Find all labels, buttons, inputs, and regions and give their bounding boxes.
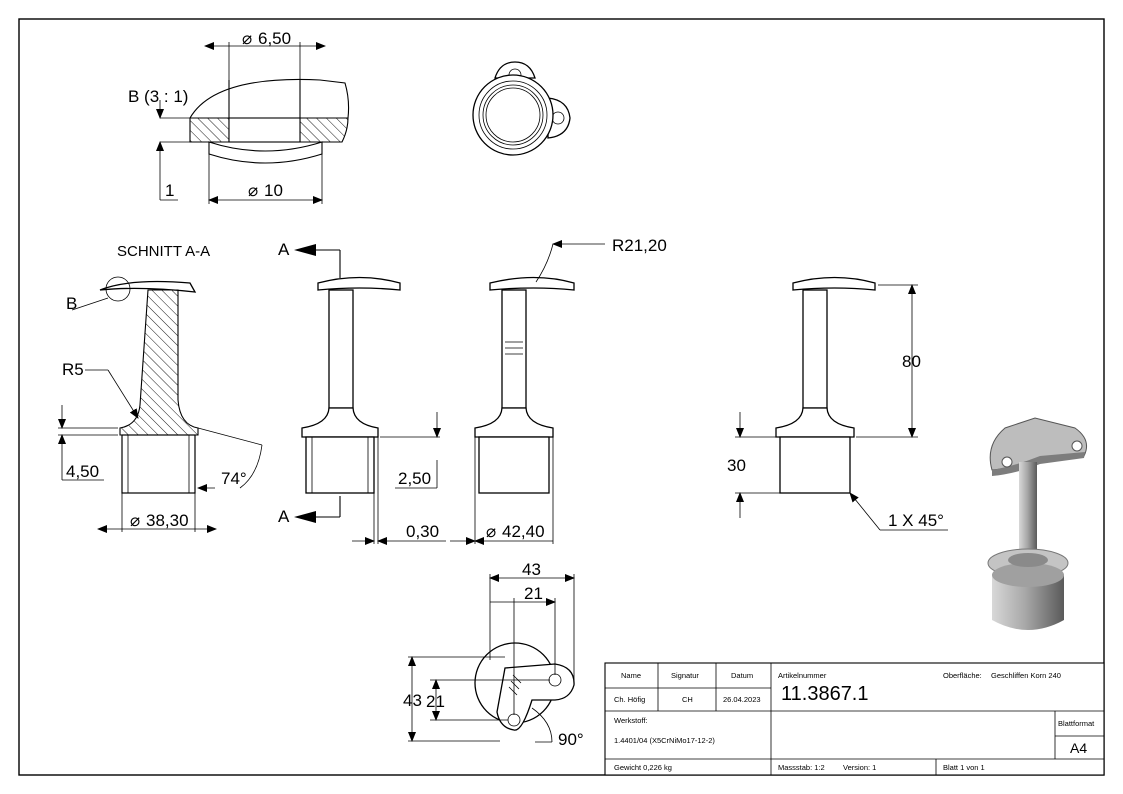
top-view	[472, 61, 571, 156]
tb-article-number: 11.3867.1	[781, 683, 869, 705]
dim-43-horizontal: 43	[522, 560, 541, 579]
tb-signature-header: Signatur	[671, 671, 699, 680]
angle-74: 74°	[221, 469, 247, 488]
dim-1: 1	[165, 181, 174, 200]
drawing-border	[18, 18, 1105, 776]
dim-21-horizontal: 21	[524, 584, 543, 603]
dim-10: 10	[264, 181, 283, 200]
dim-30: 30	[727, 456, 746, 475]
isometric-view	[987, 417, 1087, 630]
dim-43-vertical: 43	[403, 691, 422, 710]
bottom-view: 43 21 43 21 90°	[403, 560, 584, 749]
tb-material-value: 1.4401/04 (X5CrNiMo17-12-2)	[614, 736, 715, 745]
tb-name-header: Name	[621, 671, 641, 680]
tb-date-header: Datum	[731, 671, 753, 680]
detail-view-b: ⌀ 6,50 B (3 : 1) 1 ⌀ 10	[128, 29, 350, 204]
detail-b-label: B (3 : 1)	[128, 87, 188, 106]
tb-sheet-format-label: Blattformat	[1058, 719, 1095, 728]
tb-scale: Massstab: 1:2	[778, 763, 825, 772]
dim-2-50: 2,50	[398, 469, 431, 488]
side-view: R21,20 ⌀ 42,40	[450, 236, 667, 545]
dim-4-50: 4,50	[66, 462, 99, 481]
svg-text:⌀: ⌀	[248, 181, 258, 200]
detail-b-marker: B	[66, 294, 77, 313]
section-marker-a-bottom: A	[278, 507, 290, 526]
tb-signature-value: CH	[682, 695, 693, 704]
radius-r21-20: R21,20	[612, 236, 667, 255]
tb-date-value: 26.04.2023	[723, 695, 761, 704]
section-marker-a-top: A	[278, 240, 290, 259]
tb-material-label: Werkstoff:	[614, 716, 647, 725]
dim-6-50: 6,50	[258, 29, 291, 48]
right-view: 80 30 1 X 45°	[727, 276, 948, 531]
diameter-symbol: ⌀	[242, 29, 252, 48]
dim-80: 80	[902, 352, 921, 371]
tb-name-value: Ch. Höfig	[614, 695, 645, 704]
svg-text:⌀: ⌀	[130, 511, 140, 530]
tb-weight: Gewicht 0,226 kg	[614, 763, 672, 772]
radius-r5: R5	[62, 360, 84, 379]
angle-90: 90°	[558, 730, 584, 749]
svg-text:⌀: ⌀	[486, 522, 496, 541]
tb-sheet: Blatt 1 von 1	[943, 763, 985, 772]
front-view: A A 2,50 0,30	[278, 240, 446, 545]
dim-0-30: 0,30	[406, 522, 439, 541]
tb-sheet-format-value: A4	[1070, 740, 1087, 756]
tb-version: Version: 1	[843, 763, 876, 772]
tb-article-header: Artikelnummer	[778, 671, 827, 680]
section-view-a-a: SCHNITT A-A B R5 4,50 74° ⌀ 38,30	[58, 243, 263, 533]
tb-surface-label: Oberfläche:	[943, 671, 982, 680]
dim-38-30: 38,30	[146, 511, 189, 530]
dim-42-40: 42,40	[502, 522, 545, 541]
chamfer-label: 1 X 45°	[888, 511, 944, 530]
title-block: Name Signatur Datum Artikelnummer Oberfl…	[604, 662, 1105, 776]
dim-21-vertical: 21	[426, 692, 445, 711]
section-title: SCHNITT A-A	[117, 243, 210, 260]
tb-surface-value: Geschliffen Korn 240	[991, 671, 1061, 680]
